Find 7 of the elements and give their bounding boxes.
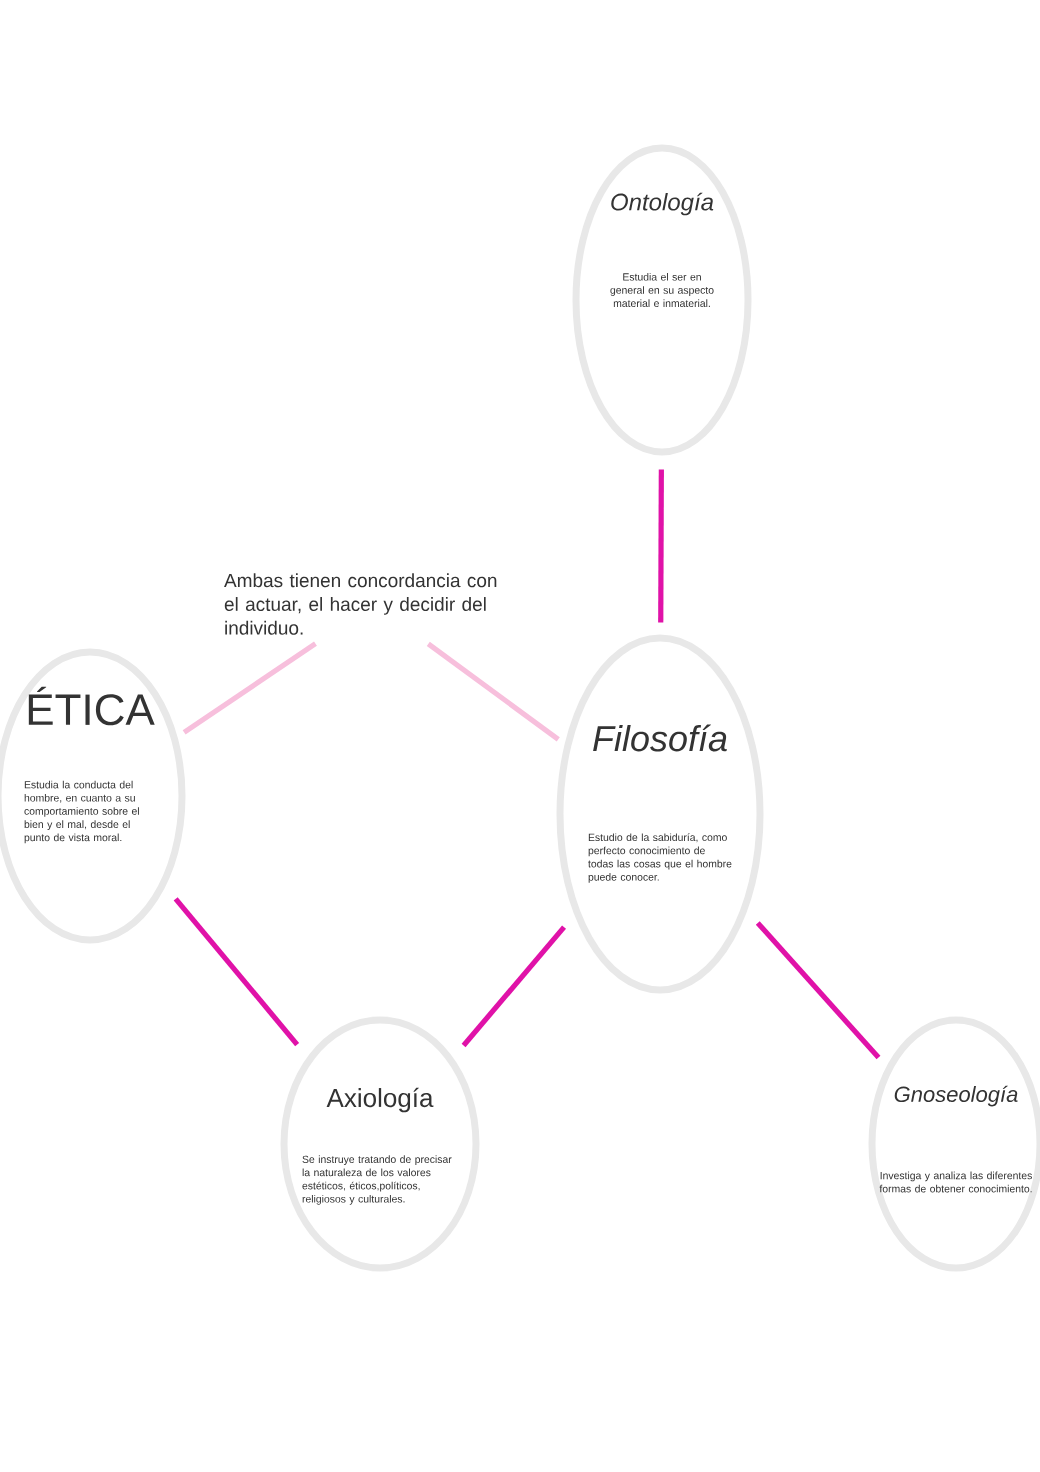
note-text: Ambas tienen concordancia con el actuar, el hacer y decidir del individuo. (224, 573, 497, 635)
connector-line (461, 925, 567, 1048)
connector-line (755, 921, 881, 1060)
connector-line (182, 641, 317, 735)
connector-line (173, 897, 300, 1047)
connector-line (658, 469, 664, 623)
connector-line (426, 641, 560, 742)
